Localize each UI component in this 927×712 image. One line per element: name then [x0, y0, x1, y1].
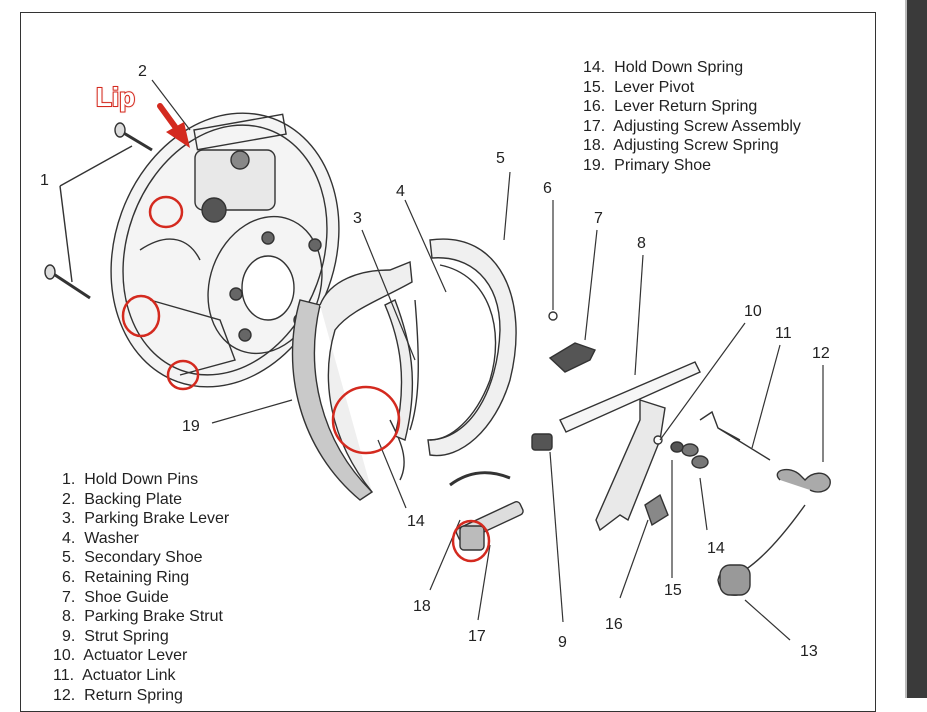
highlight-circles	[121, 195, 491, 563]
parking-brake-lever	[384, 299, 414, 441]
callout-18: 18	[413, 598, 431, 615]
secondary-shoe	[409, 238, 517, 457]
legend-item-5: 5. Secondary Shoe	[62, 549, 203, 567]
legend-item-4: 4. Washer	[62, 529, 139, 547]
callout-11: 11	[775, 325, 792, 342]
callout-7: 7	[594, 210, 603, 227]
legend-item-15: 15. Lever Pivot	[583, 78, 695, 96]
legend-item-11: 11. Actuator Link	[53, 667, 176, 684]
backing-plate	[110, 112, 340, 388]
legend-item-16: 16. Lever Return Spring	[583, 98, 758, 116]
legend-item-8: 8. Parking Brake Strut	[62, 608, 223, 626]
callout-16: 16	[605, 616, 623, 633]
callout-4: 4	[396, 183, 405, 200]
actuator-link	[699, 410, 771, 461]
retaining-ring	[548, 311, 558, 321]
shoe-guide	[548, 342, 596, 373]
callout-1: 1	[40, 172, 49, 189]
adjusting-screw-spring	[449, 471, 511, 487]
primary-shoe	[291, 261, 413, 501]
callout-6: 6	[543, 180, 552, 197]
legend-item-9: 9. Strut Spring	[62, 627, 169, 645]
callout-2: 2	[138, 63, 147, 80]
legend-item-17: 17. Adjusting Screw Assembly	[583, 117, 801, 135]
legend-item-3: 3. Parking Brake Lever	[62, 510, 230, 528]
adjusting-screw-assembly	[455, 501, 524, 551]
callout-8: 8	[637, 235, 646, 252]
lip-annotation-label: Lip	[95, 81, 136, 113]
legend-item-14: 14. Hold Down Spring	[583, 59, 744, 76]
legend-item-1: 1. Hold Down Pins	[62, 471, 199, 488]
legend-item-18: 18. Adjusting Screw Spring	[583, 137, 779, 155]
callout-13: 13	[800, 643, 818, 660]
legend-item-19: 19. Primary Shoe	[583, 157, 712, 174]
callout-19: 19	[182, 418, 200, 435]
callout-15: 15	[664, 582, 682, 599]
legend-item-7: 7. Shoe Guide	[62, 588, 169, 606]
lip-arrow	[157, 103, 190, 148]
parking-brake-strut	[559, 361, 701, 433]
legend-item-10: 10. Actuator Lever	[53, 647, 188, 665]
callout-12: 12	[812, 345, 830, 362]
strut-spring	[531, 433, 553, 451]
callout-3: 3	[353, 210, 362, 227]
scrollbar-track[interactable]	[906, 0, 927, 698]
actuator-lever	[595, 399, 666, 532]
lever-return-spring	[644, 493, 669, 527]
callout-17: 17	[468, 628, 486, 645]
callout-5: 5	[496, 150, 505, 167]
hold-down-pins	[44, 122, 153, 300]
hold-down-spring-right	[670, 441, 709, 469]
callout-14-left: 14	[407, 513, 425, 530]
callout-10: 10	[744, 303, 762, 320]
return-spring	[776, 468, 831, 493]
callout-9: 9	[558, 634, 567, 651]
scrollbar-edge	[905, 0, 907, 698]
callout-14-right: 14	[707, 540, 725, 557]
legend-item-2: 2. Backing Plate	[62, 490, 183, 508]
legend-item-12: 12. Return Spring	[53, 686, 183, 704]
legend-item-6: 6. Retaining Ring	[62, 569, 190, 586]
